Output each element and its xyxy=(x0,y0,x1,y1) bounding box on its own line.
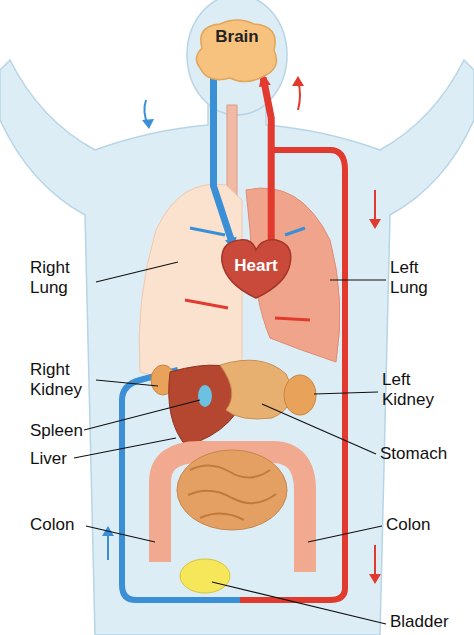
body-silhouette xyxy=(0,60,474,635)
organ-label: Right Lung xyxy=(30,258,92,298)
lung-vessel xyxy=(285,228,305,235)
organ-label: Colon xyxy=(30,515,110,535)
right-lung xyxy=(139,184,242,379)
flow-arrow xyxy=(369,219,381,229)
leader-line xyxy=(96,262,178,282)
intestine-fold xyxy=(188,465,276,520)
organ-name: Brain xyxy=(215,27,258,47)
gallbladder xyxy=(198,385,212,407)
organ-label: Liver xyxy=(30,449,110,469)
organ-label: Bladder xyxy=(390,612,470,632)
organ-label: Left Lung xyxy=(390,258,452,298)
organ-name: Heart xyxy=(234,256,277,276)
stomach xyxy=(220,360,292,419)
small-intestine xyxy=(177,450,287,530)
leader-line xyxy=(212,582,386,624)
artery-connector xyxy=(263,78,271,240)
flow-arrow xyxy=(369,574,381,584)
lung-vessel xyxy=(185,300,228,308)
organ-label: Right Kidney xyxy=(30,360,92,400)
vein-connector xyxy=(214,78,234,246)
bladder xyxy=(180,559,230,593)
flow-arrow xyxy=(142,119,154,129)
leader-line xyxy=(84,400,200,430)
trachea xyxy=(227,105,237,200)
head-silhouette xyxy=(187,0,287,115)
flow-arrow xyxy=(292,76,304,86)
leader-line xyxy=(74,438,176,458)
organ-label: Colon xyxy=(386,515,466,535)
lung-vessel xyxy=(275,318,310,320)
lung-vessel xyxy=(190,228,225,235)
leader-line xyxy=(96,380,158,386)
organ-label: Left Kidney xyxy=(382,370,444,410)
leader-line xyxy=(308,526,382,542)
organ-label: Stomach xyxy=(380,444,470,464)
leader-line xyxy=(86,526,155,542)
heart-node: Heart xyxy=(218,236,294,300)
left-kidney xyxy=(284,375,316,415)
organ-label: Spleen xyxy=(30,421,110,441)
leader-line xyxy=(262,404,376,454)
brain-node: Brain xyxy=(190,18,284,84)
leader-line xyxy=(330,279,386,280)
leader-line xyxy=(314,392,378,394)
